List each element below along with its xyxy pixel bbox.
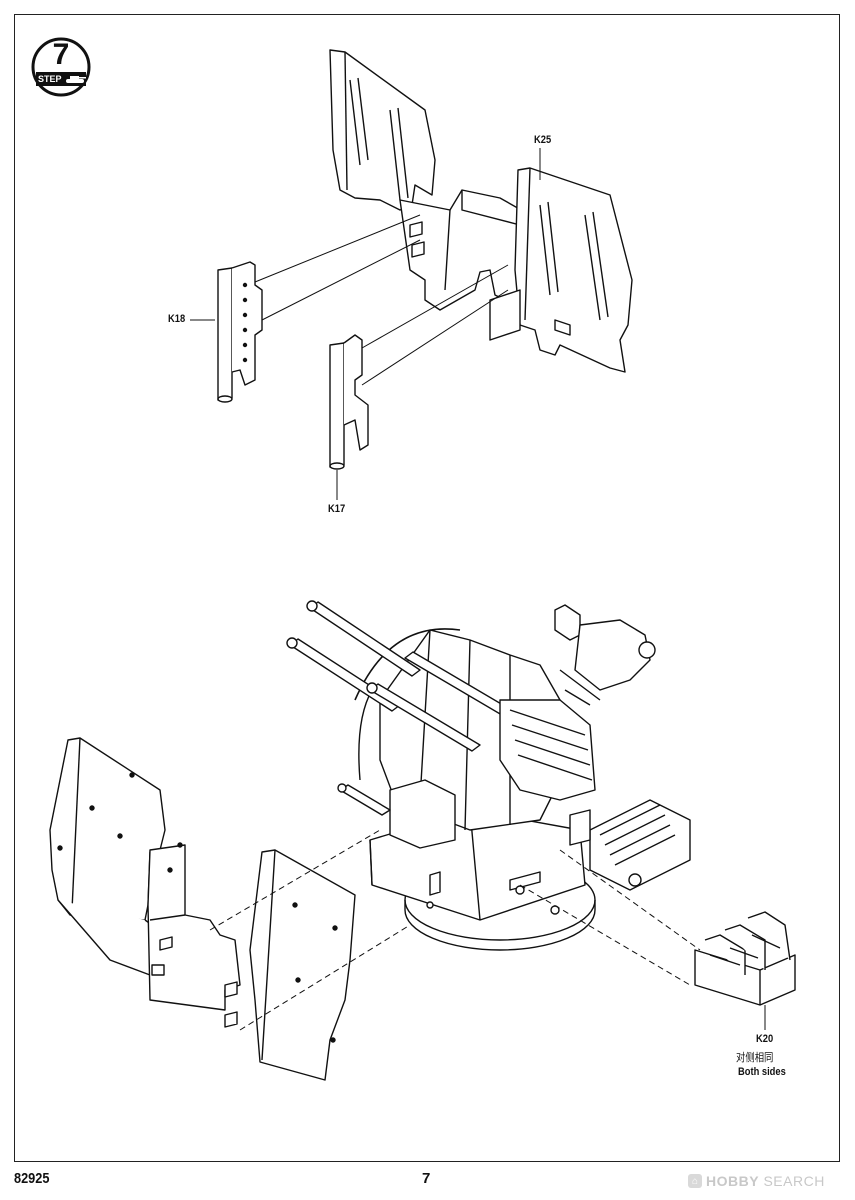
gun-barrels <box>286 600 521 816</box>
label-k18: K18 <box>168 313 186 325</box>
watermark: ⌂ HOBBY SEARCH <box>688 1170 825 1192</box>
hobbysearch-logo-icon: ⌂ <box>688 1174 702 1188</box>
bottom-gun-assembly <box>49 600 691 1081</box>
part-k17 <box>329 334 369 470</box>
bottom-guide-lines <box>209 829 701 1031</box>
label-k20-note-en: Both sides <box>738 1066 786 1078</box>
part-k18 <box>217 261 263 403</box>
watermark-brand-bold: HOBBY <box>706 1173 760 1189</box>
top-guide-lines <box>190 148 541 500</box>
top-shield-assembly <box>329 49 633 373</box>
step-circle-icon <box>31 37 91 97</box>
watermark-brand-rest: SEARCH <box>763 1173 825 1189</box>
step-badge: 7 STEP <box>30 36 92 98</box>
tank-icon <box>66 76 86 83</box>
page-frame <box>14 14 840 1162</box>
page-number: 7 <box>422 1170 431 1187</box>
part-k20 <box>694 911 796 1006</box>
step-number: 7 <box>52 38 70 71</box>
watermark-text: HOBBY SEARCH <box>706 1173 825 1189</box>
label-k25: K25 <box>534 134 552 146</box>
kit-number: 82925 <box>14 1170 50 1187</box>
label-k20: K20 <box>756 1033 774 1045</box>
label-k20-note-cn: 对侧相同 <box>736 1052 774 1064</box>
step-word: STEP <box>38 74 62 84</box>
label-k17: K17 <box>328 503 346 515</box>
